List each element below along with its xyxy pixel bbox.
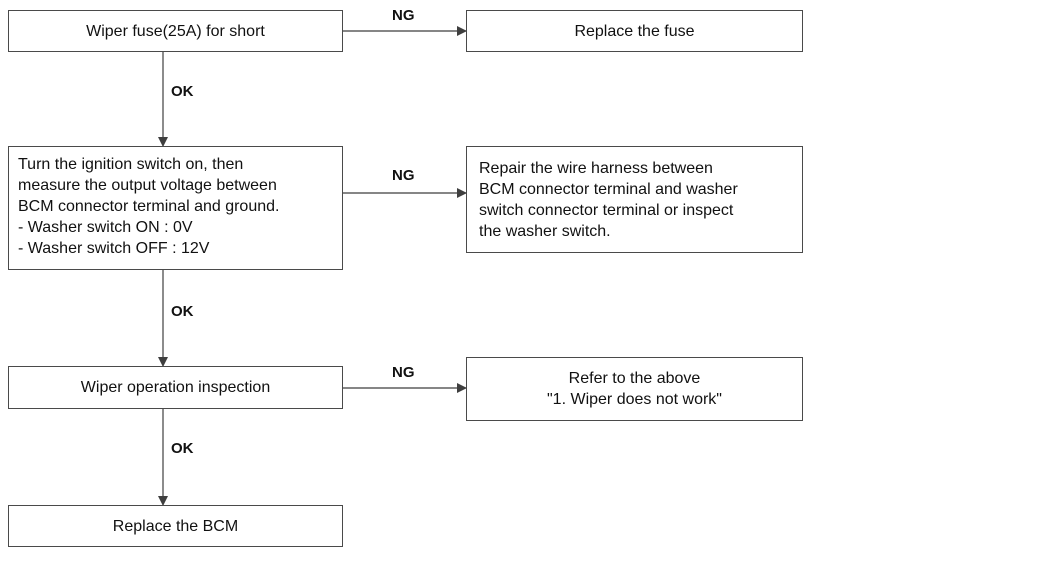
replace-fuse-text: Replace the fuse: [574, 22, 695, 40]
step3-ok-label: OK: [171, 440, 194, 457]
wiper-fuse-check-text: Wiper fuse(25A) for short: [86, 22, 265, 40]
ignition-check-line-3: BCM connector terminal and ground.: [18, 198, 280, 215]
replace-fuse-box: Replace the fuse: [466, 10, 803, 52]
ignition-check-line-5: - Washer switch OFF : 12V: [18, 240, 210, 257]
repair-harness-line-3: switch connector terminal or inspect: [479, 202, 734, 219]
replace-bcm-text: Replace the BCM: [112, 517, 239, 535]
step2-ok-label: OK: [171, 303, 194, 320]
ignition-check-line-2: measure the output voltage between: [18, 177, 277, 194]
wiper-operation-inspection-text: Wiper operation inspection: [80, 379, 271, 396]
repair-harness-line-4: the washer switch.: [479, 223, 611, 240]
replace-bcm-box: Replace the BCM: [8, 505, 343, 547]
step1-ok-label: OK: [171, 83, 194, 100]
wiper-fuse-check-box: Wiper fuse(25A) for short: [8, 10, 343, 52]
ignition-voltage-check-box: Turn the ignition switch on, then measur…: [8, 146, 343, 270]
refer-above-line-2: "1. Wiper does not work": [547, 391, 722, 408]
ignition-check-line-4: - Washer switch ON : 0V: [18, 219, 193, 236]
repair-harness-line-1: Repair the wire harness between: [479, 160, 713, 177]
ignition-check-line-1: Turn the ignition switch on, then: [18, 156, 244, 173]
step2-ng-label: NG: [392, 167, 415, 184]
step3-ng-label: NG: [392, 364, 415, 381]
refer-above-line-1: Refer to the above: [568, 370, 701, 387]
refer-above-box: Refer to the above "1. Wiper does not wo…: [466, 357, 803, 421]
wiper-operation-inspection-box: Wiper operation inspection: [8, 366, 343, 409]
step1-ng-label: NG: [392, 7, 415, 24]
repair-harness-box: Repair the wire harness between BCM conn…: [466, 146, 803, 253]
repair-harness-line-2: BCM connector terminal and washer: [479, 181, 738, 198]
